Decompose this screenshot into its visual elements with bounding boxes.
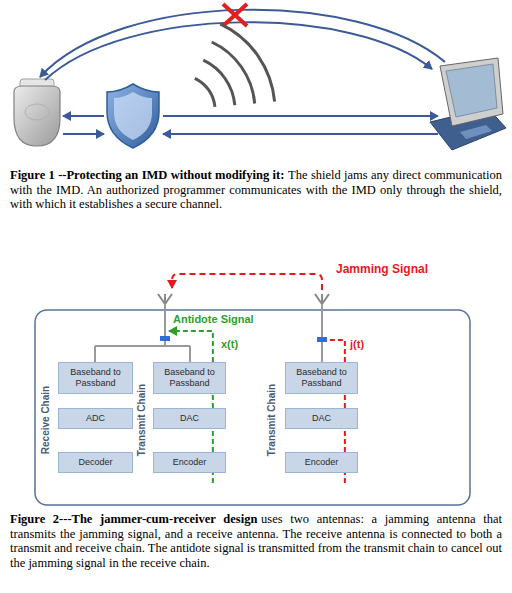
- block-label: DAC: [157, 413, 222, 424]
- antidote-signal-path: [169, 331, 213, 362]
- link-arrow: [163, 115, 438, 117]
- chain-block: Baseband to Passband: [153, 362, 226, 394]
- signal-name: x(t): [221, 338, 238, 351]
- chain-label: Transmit Chain: [136, 384, 148, 456]
- signal-label: Jamming Signal: [336, 262, 428, 276]
- jamming-wave: [212, 42, 255, 104]
- block-label: Encoder: [157, 457, 222, 468]
- caption-text: Figure 2---The jammer-cum-receiver desig…: [10, 512, 257, 526]
- jamming-wave: [220, 24, 274, 102]
- signal-path: [344, 429, 346, 452]
- antenna-wire: [321, 304, 323, 362]
- chain-label: Receive Chain: [40, 386, 52, 454]
- signal-label: Antidote Signal: [173, 313, 254, 326]
- coupler: [317, 337, 327, 342]
- block-label: Baseband to Passband: [289, 367, 354, 389]
- chain-block: DAC: [153, 408, 226, 429]
- block-label: Baseband to Passband: [62, 367, 129, 389]
- figure-caption: Figure 2---The jammer-cum-receiver desig…: [10, 512, 502, 570]
- cross-mark: [223, 4, 247, 26]
- chain-block: ADC: [58, 408, 133, 429]
- chain-block: Baseband to Passband: [285, 362, 358, 394]
- programmer-keys: [460, 125, 492, 139]
- antenna-wire: [95, 345, 190, 347]
- antenna-wire: [189, 346, 191, 362]
- block-label: ADC: [62, 413, 129, 424]
- signal-path: [212, 394, 214, 408]
- shield-icon: [107, 84, 159, 148]
- chain-block: Decoder: [58, 452, 133, 473]
- antidote-signal-path: [212, 473, 214, 483]
- coupler: [160, 336, 170, 341]
- programmer-screen: [446, 64, 497, 117]
- imd-logo: [25, 104, 49, 120]
- link-arrow: [163, 133, 438, 135]
- link-arrow: [63, 115, 104, 117]
- programmer-screen-frame: [440, 58, 503, 126]
- signal-path: [344, 394, 346, 408]
- device-housing: [35, 310, 470, 505]
- antenna: [315, 294, 329, 304]
- chain-block: Encoder: [285, 452, 358, 473]
- figure-caption: Figure 1 --Protecting an IMD without mod…: [10, 168, 502, 212]
- chain-label: Transmit Chain: [266, 384, 278, 456]
- antenna: [158, 294, 172, 304]
- chain-block: Encoder: [153, 452, 226, 473]
- blocked-arrow: [45, 22, 432, 80]
- block-label: Baseband to Passband: [157, 367, 222, 389]
- imd-device: [14, 86, 60, 146]
- signal-name: j(t): [350, 338, 364, 351]
- block-label: Encoder: [289, 457, 354, 468]
- jamming-signal-path: [344, 473, 346, 483]
- signal-path: [212, 429, 214, 452]
- shield-inner: [114, 92, 152, 140]
- caption-text: Figure 1 --Protecting an IMD without mod…: [10, 168, 284, 182]
- link-arrow: [63, 133, 104, 135]
- chain-block: Baseband to Passband: [58, 362, 133, 394]
- jamming-signal-path: [172, 274, 322, 290]
- cross-mark: [223, 4, 247, 26]
- chain-block: DAC: [285, 408, 358, 429]
- block-label: DAC: [289, 413, 354, 424]
- jamming-wave: [203, 60, 235, 105]
- antenna-wire: [94, 346, 96, 362]
- jamming-signal-path: [328, 340, 345, 362]
- jamming-wave: [195, 78, 215, 107]
- block-label: Decoder: [62, 457, 129, 468]
